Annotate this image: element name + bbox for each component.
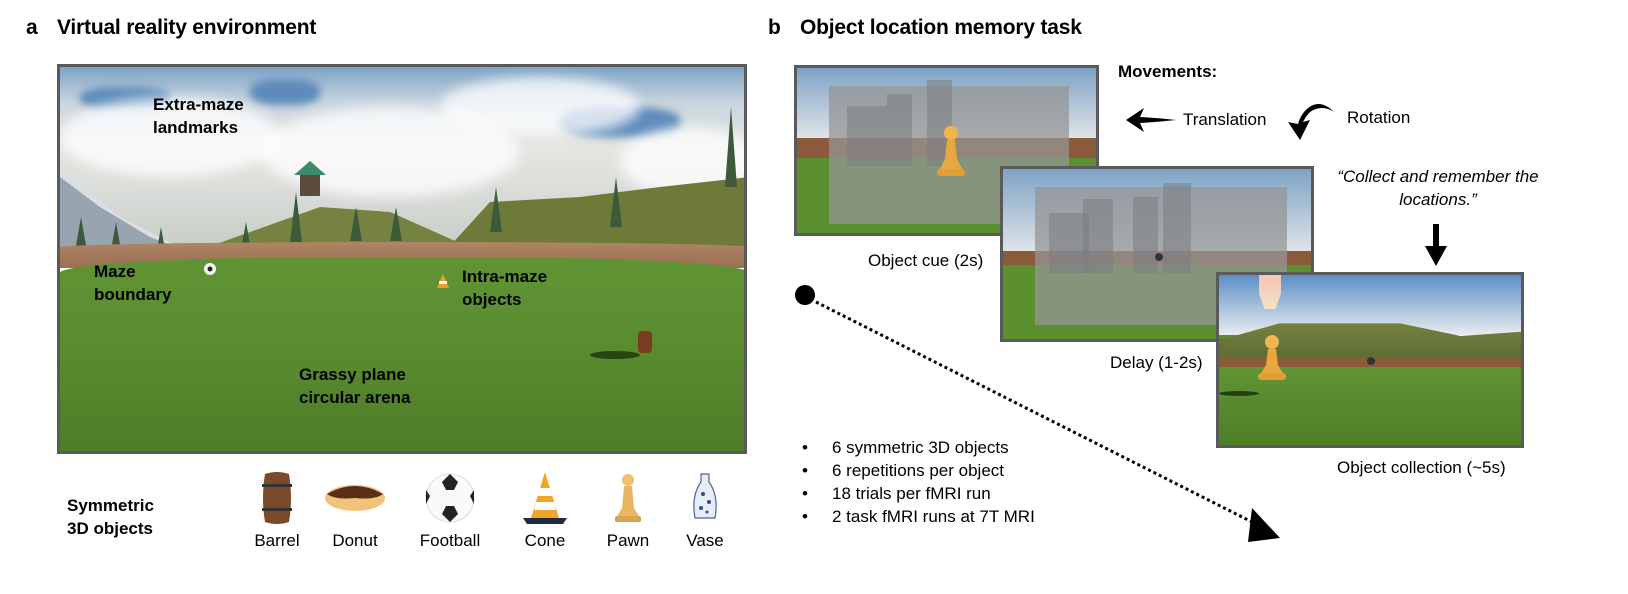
timeline-dotted-line [815, 300, 1259, 527]
symmetric-objects-heading: Symmetric 3D objects [67, 496, 154, 538]
stage-object-cue-screen [794, 65, 1099, 236]
label-maze-boundary: Maze boundary [94, 262, 172, 304]
panel-a-letter: a [26, 16, 38, 39]
pawn-collect-icon [1258, 335, 1286, 380]
instruction-quote: “Collect and remember the locations.” [1337, 167, 1539, 209]
stage-object-cue-label: Object cue (2s) [868, 251, 984, 270]
object-pawn: Pawn [588, 470, 668, 551]
rotation-arrow-icon [1288, 104, 1334, 140]
sky [60, 67, 744, 247]
collection-marker-beam [1259, 275, 1281, 309]
panel-b-letter: b [768, 16, 781, 39]
object-cone: Cone [505, 470, 585, 551]
task-details-list: 6 symmetric 3D objects 6 repetitions per… [800, 436, 1035, 528]
label-intra-maze-objects: Intra-maze objects [462, 267, 548, 309]
donut-icon [325, 485, 385, 511]
list-item: 2 task fMRI runs at 7T MRI [800, 505, 1035, 528]
translation-label: Translation [1183, 110, 1267, 129]
fixation-dot [1155, 253, 1163, 261]
pawn-icon [615, 474, 641, 522]
stage-object-collection-screen [1216, 272, 1524, 448]
stage-delay-label: Delay (1-2s) [1110, 353, 1203, 372]
barrel-in-scene [638, 331, 652, 353]
list-item: 18 trials per fMRI run [800, 482, 1035, 505]
movements-label: Movements: [1118, 62, 1218, 81]
timeline-arrowhead [1248, 508, 1280, 542]
timeline-start-dot [795, 285, 815, 305]
label-grassy-arena: Grassy plane circular arena [299, 365, 411, 407]
vr-environment-scene: Extra-maze landmarks Maze boundary Intra… [57, 64, 747, 454]
cone-icon [523, 472, 567, 524]
object-vase: Vase [665, 470, 745, 551]
football-icon [425, 473, 475, 523]
down-arrow-icon [1425, 224, 1447, 266]
cone-in-scene [437, 274, 449, 288]
pawn-cue-icon [937, 126, 965, 176]
translation-arrow-icon [1126, 108, 1176, 132]
football-in-scene [204, 263, 216, 275]
stage-object-collection-label: Object collection (~5s) [1337, 458, 1506, 477]
barrel-icon [262, 472, 292, 524]
object-donut: Donut [315, 470, 395, 551]
panel-b-title: Object location memory task [800, 16, 1082, 39]
label-extra-maze-landmarks: Extra-maze landmarks [153, 95, 244, 137]
list-item: 6 repetitions per object [800, 459, 1035, 482]
rotation-label: Rotation [1347, 108, 1411, 127]
vase-icon [693, 473, 717, 519]
trial-timeline-arrow [795, 285, 1280, 542]
panel-a-title: Virtual reality environment [57, 16, 317, 39]
list-item: 6 symmetric 3D objects [800, 436, 1035, 459]
object-football: Football [410, 470, 490, 551]
object-barrel: Barrel [237, 470, 317, 551]
